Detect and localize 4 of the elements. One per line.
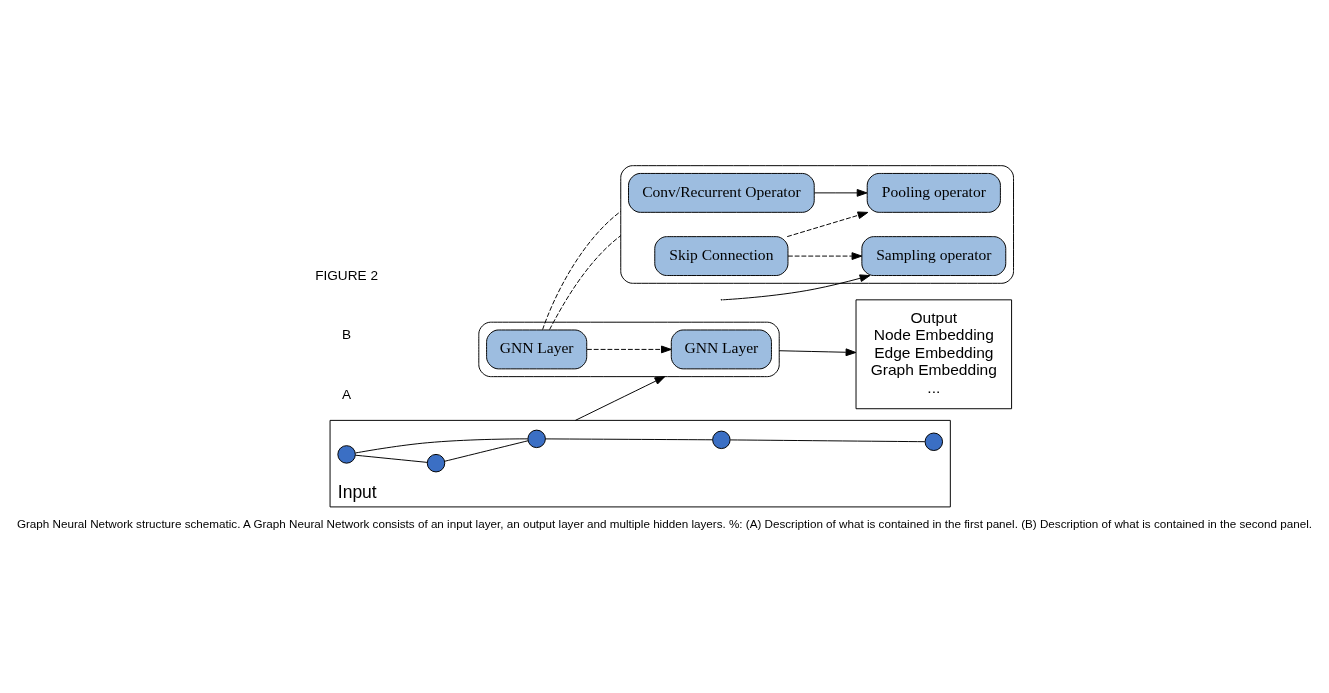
label: B xyxy=(342,327,352,343)
label: A xyxy=(342,386,352,402)
label: FIGURE 2 xyxy=(315,268,378,284)
caption: Graph Neural Network structure schematic. A Graph Neural Network consists of an input layer, an output layer and multiple hidden layers. %: (A) Description of what is contained in the first panel. (B) Description of what is contained in the second panel. xyxy=(16,516,1313,530)
